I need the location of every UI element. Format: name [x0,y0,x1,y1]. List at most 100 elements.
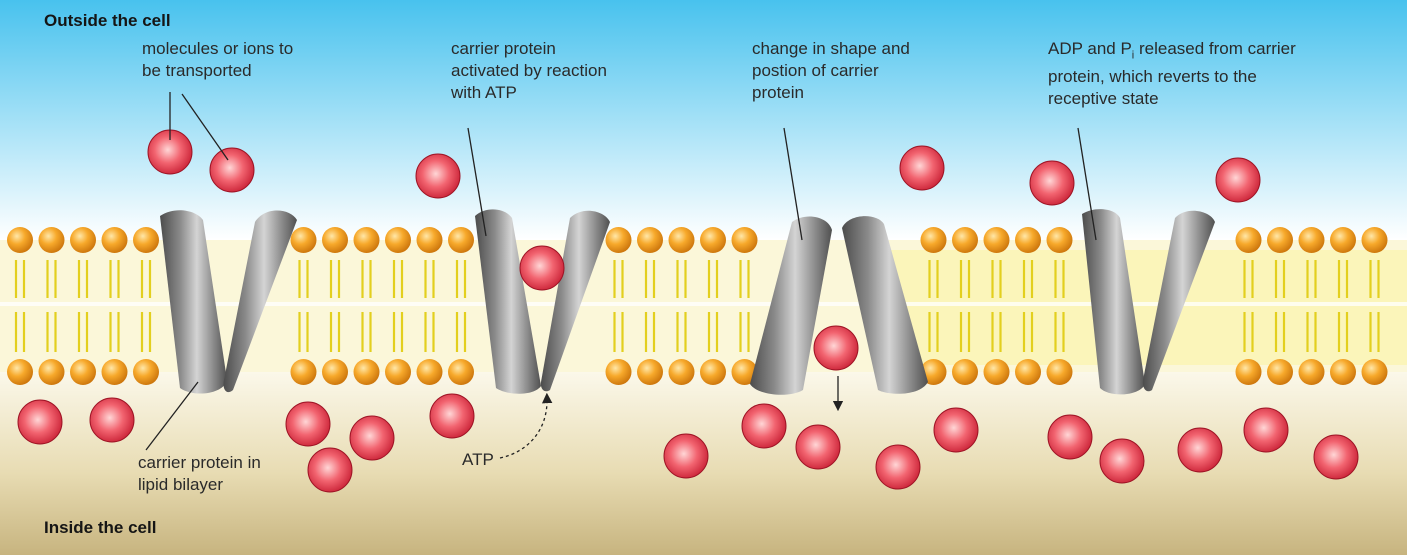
phospholipid-head-25 [637,359,663,385]
release-label-line-3: receptive state [1048,89,1159,109]
release-label-line-2: protein, which reverts to the [1048,67,1257,87]
transported-molecules [17,129,1359,493]
phospholipid-head-46 [1298,227,1325,253]
phospholipid-head-30 [731,227,758,253]
phospholipid-head-42 [1235,227,1262,253]
carrier-activated-label-line-2: activated by reaction [451,61,607,80]
phospholipid-head-45 [1267,359,1293,385]
carrier-bilayer-label-line-1: carrier protein in [138,453,261,472]
phospholipid-head-37 [983,359,1010,385]
carrier-protein-4 [1082,209,1215,395]
phospholipid-head-12 [322,227,348,253]
carrier-activated-label-line-1: carrier protein [451,39,556,58]
membrane-core-yellow [880,250,1407,365]
shape-change-label-line-2: postion of carrier [752,61,879,80]
phospholipid-head-20 [448,227,474,253]
carrier-protein-1 [160,210,297,394]
phospholipid-head-35 [952,359,978,385]
phospholipid-head-1 [7,359,33,385]
leader-carrier-bilayer [145,381,199,451]
phospholipid-head-43 [1235,359,1262,385]
molecule-3 [519,245,565,291]
release-label: ADP and Pi released from carrier protein… [1048,38,1296,110]
phospholipid-head-3 [38,359,65,385]
phospholipid-head-34 [952,227,978,253]
phospholipid-head-11 [290,359,317,385]
molecule-13 [663,433,709,479]
molecule-6 [1215,157,1261,203]
phospholipid-head-28 [700,227,726,253]
molecule-15 [795,424,841,470]
leader-molecules-2 [181,93,229,161]
phospholipid-head-8 [133,227,159,253]
molecule-23 [1313,434,1359,480]
molecule-22 [1243,407,1289,453]
molecule-2 [415,153,461,199]
phospholipid-head-19 [416,359,443,385]
phospholipid-head-49 [1330,359,1356,385]
molecule-5 [1029,160,1075,206]
phospholipid-head-41 [1046,359,1073,385]
carrier-protein-3 [750,216,928,395]
phospholipid-head-50 [1361,227,1388,253]
extracellular-space [0,0,1407,240]
phospholipid-head-16 [385,227,411,253]
molecules-label-line-1: molecules or ions to [142,39,294,58]
phospholipid-head-2 [38,227,65,253]
phospholipid-head-10 [290,227,317,253]
phospholipid-head-32 [920,227,947,253]
release-label-subscript: i [1131,49,1135,62]
molecule-19 [1047,414,1093,460]
release-label-line-1: ADP and Pi released from carrier [1048,38,1296,66]
phospholipid-head-31 [731,359,758,385]
molecule-16 [875,444,921,490]
molecules-label: molecules or ions to be transported [142,38,293,82]
molecule-9 [285,401,331,447]
shape-change-label-line-3: protein [752,83,804,102]
phospholipid-head-48 [1330,227,1356,253]
phospholipid-head-23 [605,359,632,385]
phospholipid-head-36 [983,227,1010,253]
molecule-7 [17,399,63,445]
phospholipid-head-18 [416,227,443,253]
leader-carrier-activated [467,127,487,237]
carrier-protein-2 [475,209,610,394]
phospholipid-head-51 [1361,359,1388,385]
carrier-activated-label: carrier protein activated by reaction wi… [451,38,607,104]
molecule-17 [813,325,859,371]
phospholipid-head-7 [101,359,128,385]
leader-shape-change [783,127,803,241]
phospholipid-head-15 [353,359,380,385]
shape-change-label-line-1: change in shape and [752,39,910,58]
lipid-tails [14,260,1380,352]
phospholipid-head-14 [353,227,380,253]
phospholipid-head-4 [70,227,96,253]
molecule-1 [209,147,255,193]
phospholipid-head-22 [605,227,632,253]
atp-arrow [499,392,553,459]
phospholipid-head-21 [448,359,474,385]
phospholipid-head-40 [1046,227,1073,253]
phospholipid-heads [7,227,1388,385]
phospholipid-head-0 [7,227,33,253]
phospholipid-head-27 [668,359,695,385]
molecule-20 [1099,438,1145,484]
molecule-4 [899,145,945,191]
phospholipid-head-24 [637,227,663,253]
phospholipid-head-26 [668,227,695,253]
leader-release [1077,127,1097,241]
phospholipid-head-47 [1298,359,1325,385]
molecule-11 [307,447,353,493]
molecule-8 [89,397,135,443]
membrane-midline [0,302,1407,306]
outside-cell-label: Outside the cell [44,11,171,30]
phospholipid-head-39 [1015,359,1041,385]
leader-lines [145,92,1097,459]
molecules-label-line-2: be transported [142,61,252,80]
atp-label: ATP [462,450,494,469]
molecule-21 [1177,427,1223,473]
phospholipid-head-29 [700,359,726,385]
phospholipid-head-44 [1267,227,1293,253]
phospholipid-head-17 [385,359,411,385]
